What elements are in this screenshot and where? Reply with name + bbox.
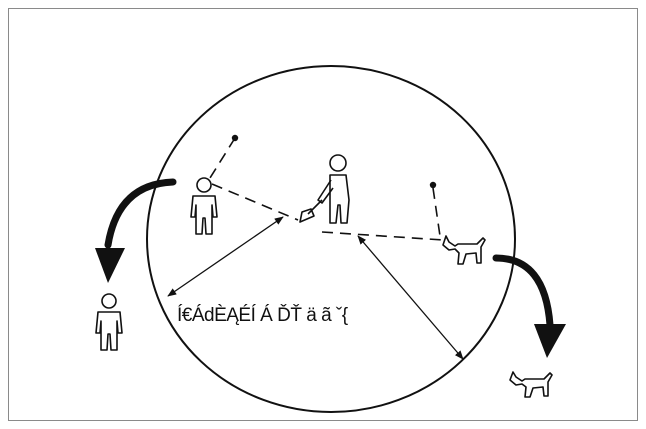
curved-arrow-icon-right	[492, 254, 566, 358]
curved-arrow-icon-left	[95, 178, 177, 283]
dashed-line-right-post	[432, 187, 441, 237]
double-arrow-left	[167, 216, 284, 297]
boundary-circle	[146, 65, 516, 413]
dog-icon	[442, 235, 486, 265]
person-icon-outside	[95, 293, 123, 351]
diagram-caption: Í€ÁdÈĄÉÍ Á ĎŤ ä ã ˇ{	[177, 305, 348, 326]
dog-icon-outside	[509, 371, 553, 398]
dashed-line-shoveler-to-dog	[321, 231, 444, 241]
person-shoveling-icon	[299, 154, 350, 224]
dashed-line-person-to-shoveler	[211, 183, 299, 221]
post-dot-right	[429, 181, 437, 189]
diagram-frame	[8, 8, 638, 421]
dashed-line-left-post	[209, 137, 236, 179]
person-icon	[190, 177, 218, 235]
double-arrow-right	[357, 235, 464, 360]
post-dot-left	[231, 134, 239, 142]
dashed-lines	[209, 137, 444, 241]
